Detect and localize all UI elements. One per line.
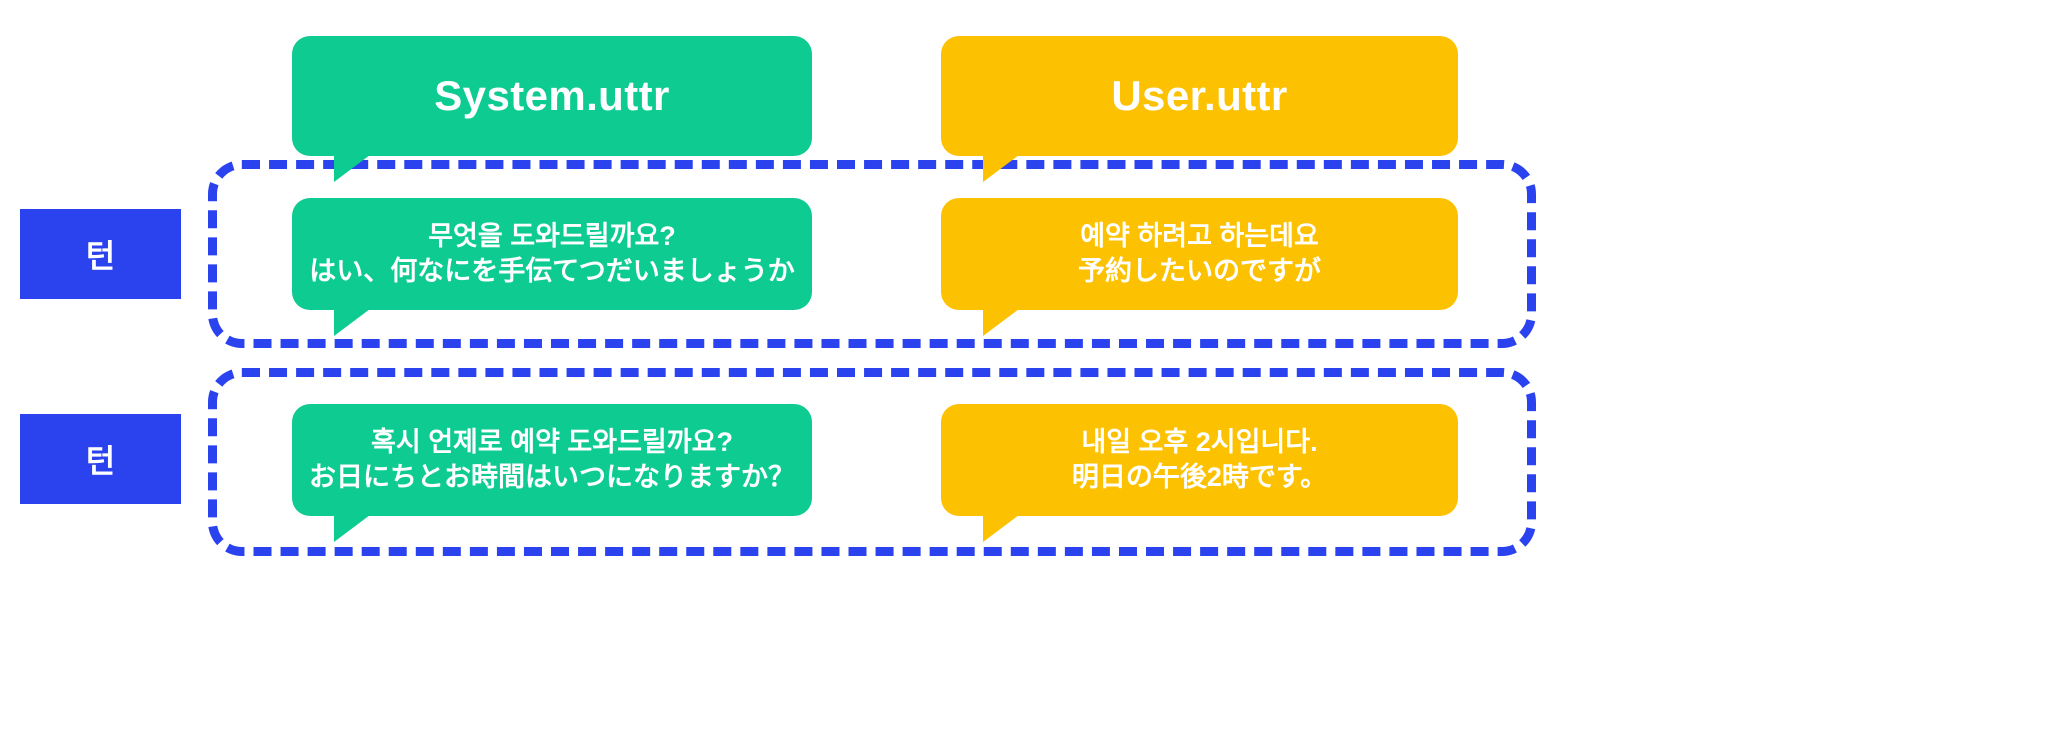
bubble-tail-icon: [983, 306, 1023, 336]
bubble-tail-icon: [334, 306, 374, 336]
turn-group-2: [208, 368, 1536, 556]
user-utterance-1-ja: 予約したいのですが: [1078, 256, 1321, 286]
turn-badge-1-label: 턴: [85, 238, 116, 274]
system-utterance-bubble-1: 무엇을 도와드릴까요? はい、何なにを手伝てつだいましょうか: [292, 198, 812, 336]
column-header-system: System.uttr: [292, 36, 812, 182]
turn-group-1: [208, 160, 1536, 348]
user-utterance-bubble-1: 예약 하려고 하는데요 予約したいのですが: [941, 198, 1458, 336]
system-utterance-1-ko: 무엇을 도와드릴까요?: [428, 221, 676, 252]
user-utterance-1-ko: 예약 하려고 하는데요: [1080, 221, 1319, 252]
system-utterance-2-ja: お日にちとお時間はいつになりますか？: [309, 462, 795, 492]
bubble-tail-icon: [334, 512, 374, 542]
column-header-user: User.uttr: [941, 36, 1458, 182]
turn-badge-1: 턴: [20, 209, 181, 299]
turn-badge-2: 턴: [20, 414, 181, 504]
system-utterance-1-ja: はい、何なにを手伝てつだいましょうか: [309, 256, 795, 286]
turn-badge-2-label: 턴: [85, 443, 116, 479]
system-utterance-2-ko: 혹시 언제로 예약 도와드릴까요?: [371, 427, 733, 458]
system-utterance-bubble-2: 혹시 언제로 예약 도와드릴까요? お日にちとお時間はいつになりますか？: [292, 404, 812, 542]
bubble-tail-icon: [983, 512, 1023, 542]
bubble-tail-icon: [334, 152, 374, 182]
column-header-system-label: System.uttr: [434, 72, 670, 120]
user-utterance-bubble-2: 내일 오후 2시입니다. 明日の午後2時です。: [941, 404, 1458, 542]
user-utterance-2-ja: 明日の午後2時です。: [1071, 462, 1328, 492]
column-header-user-label: User.uttr: [1111, 72, 1288, 120]
user-utterance-2-ko: 내일 오후 2시입니다.: [1081, 427, 1318, 458]
bubble-tail-icon: [983, 152, 1023, 182]
